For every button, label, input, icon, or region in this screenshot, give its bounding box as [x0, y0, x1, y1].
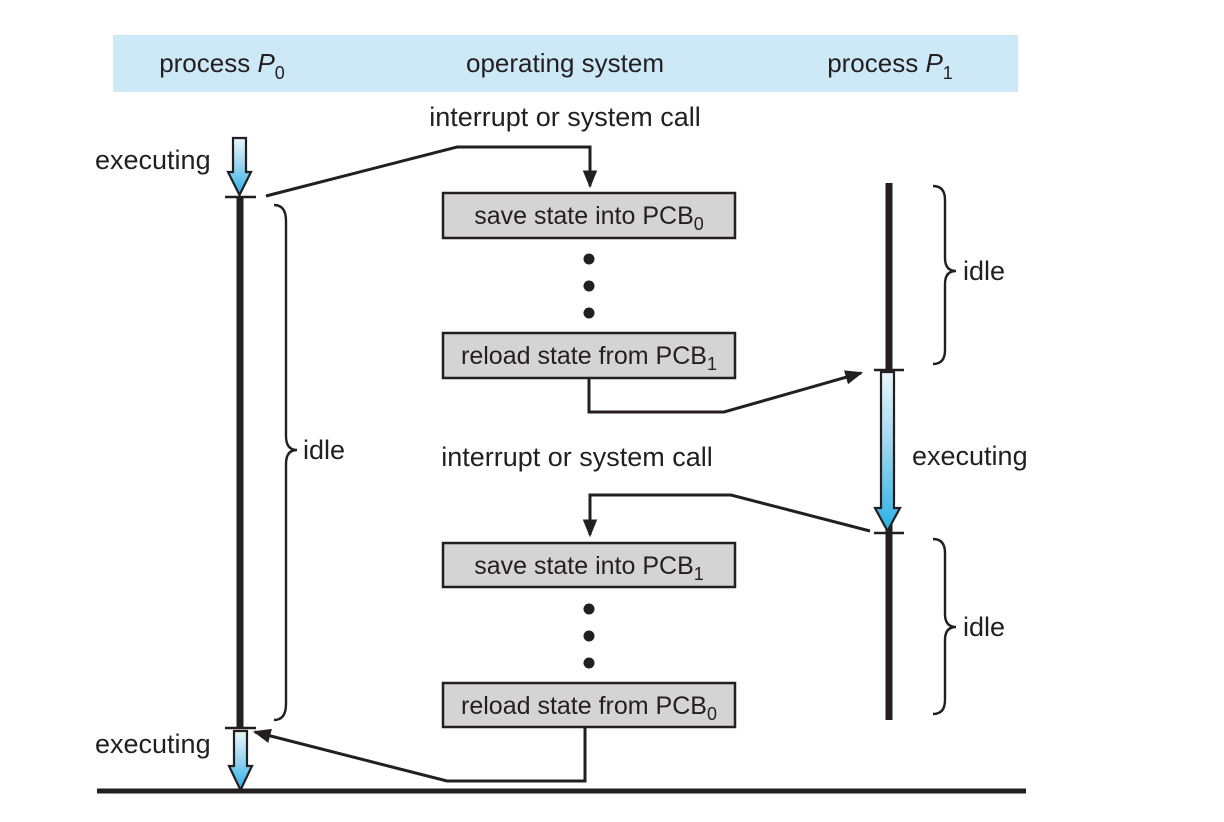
- interrupt-label-top: interrupt or system call: [429, 102, 701, 132]
- idle-label-p0: idle: [303, 435, 345, 465]
- save-state-pcb1-label: save state into PCB1: [474, 552, 704, 584]
- save-state-pcb1-box: [441, 541, 737, 589]
- reload-state-pcb0-box: [441, 681, 737, 729]
- executing-label-p1: executing: [912, 441, 1028, 471]
- connector-reload-to-p0: [252, 727, 587, 783]
- reload-state-pcb1-label: reload state from PCB1: [461, 342, 717, 374]
- reload-state-pcb1-box: [441, 331, 737, 380]
- executing-label-p0-top: executing: [95, 145, 211, 175]
- idle-brace-p1-bottom: [932, 537, 957, 716]
- connector-reload-to-p1: [587, 370, 864, 414]
- executing-arrow-p0-top: [226, 136, 253, 198]
- column-header-process-p1: process P1: [827, 48, 953, 83]
- idle-label-p1-bottom: idle: [963, 612, 1005, 642]
- idle-label-p1-top: idle: [963, 256, 1005, 286]
- executing-arrow-p0-bottom: [227, 729, 254, 793]
- idle-brace-p0: [273, 203, 298, 722]
- column-header-operating-system: operating system: [466, 48, 664, 78]
- column-header-band: [113, 35, 1018, 92]
- executing-arrow-p1: [873, 370, 902, 534]
- connector-interrupt-p1-to-save: [582, 493, 871, 538]
- executing-label-p0-bottom: executing: [95, 729, 211, 759]
- ellipsis-dots-bottom: [583, 603, 595, 669]
- save-state-pcb0-label: save state into PCB0: [474, 202, 704, 234]
- save-state-pcb0-box: [441, 191, 737, 240]
- column-header-process-p0: process P0: [159, 48, 285, 83]
- connector-interrupt-p0-to-save: [265, 145, 598, 198]
- ellipsis-dots-top: [583, 253, 595, 319]
- idle-brace-p1-top: [932, 184, 957, 366]
- reload-state-pcb0-label: reload state from PCB0: [461, 692, 717, 724]
- interrupt-label-middle: interrupt or system call: [441, 442, 713, 472]
